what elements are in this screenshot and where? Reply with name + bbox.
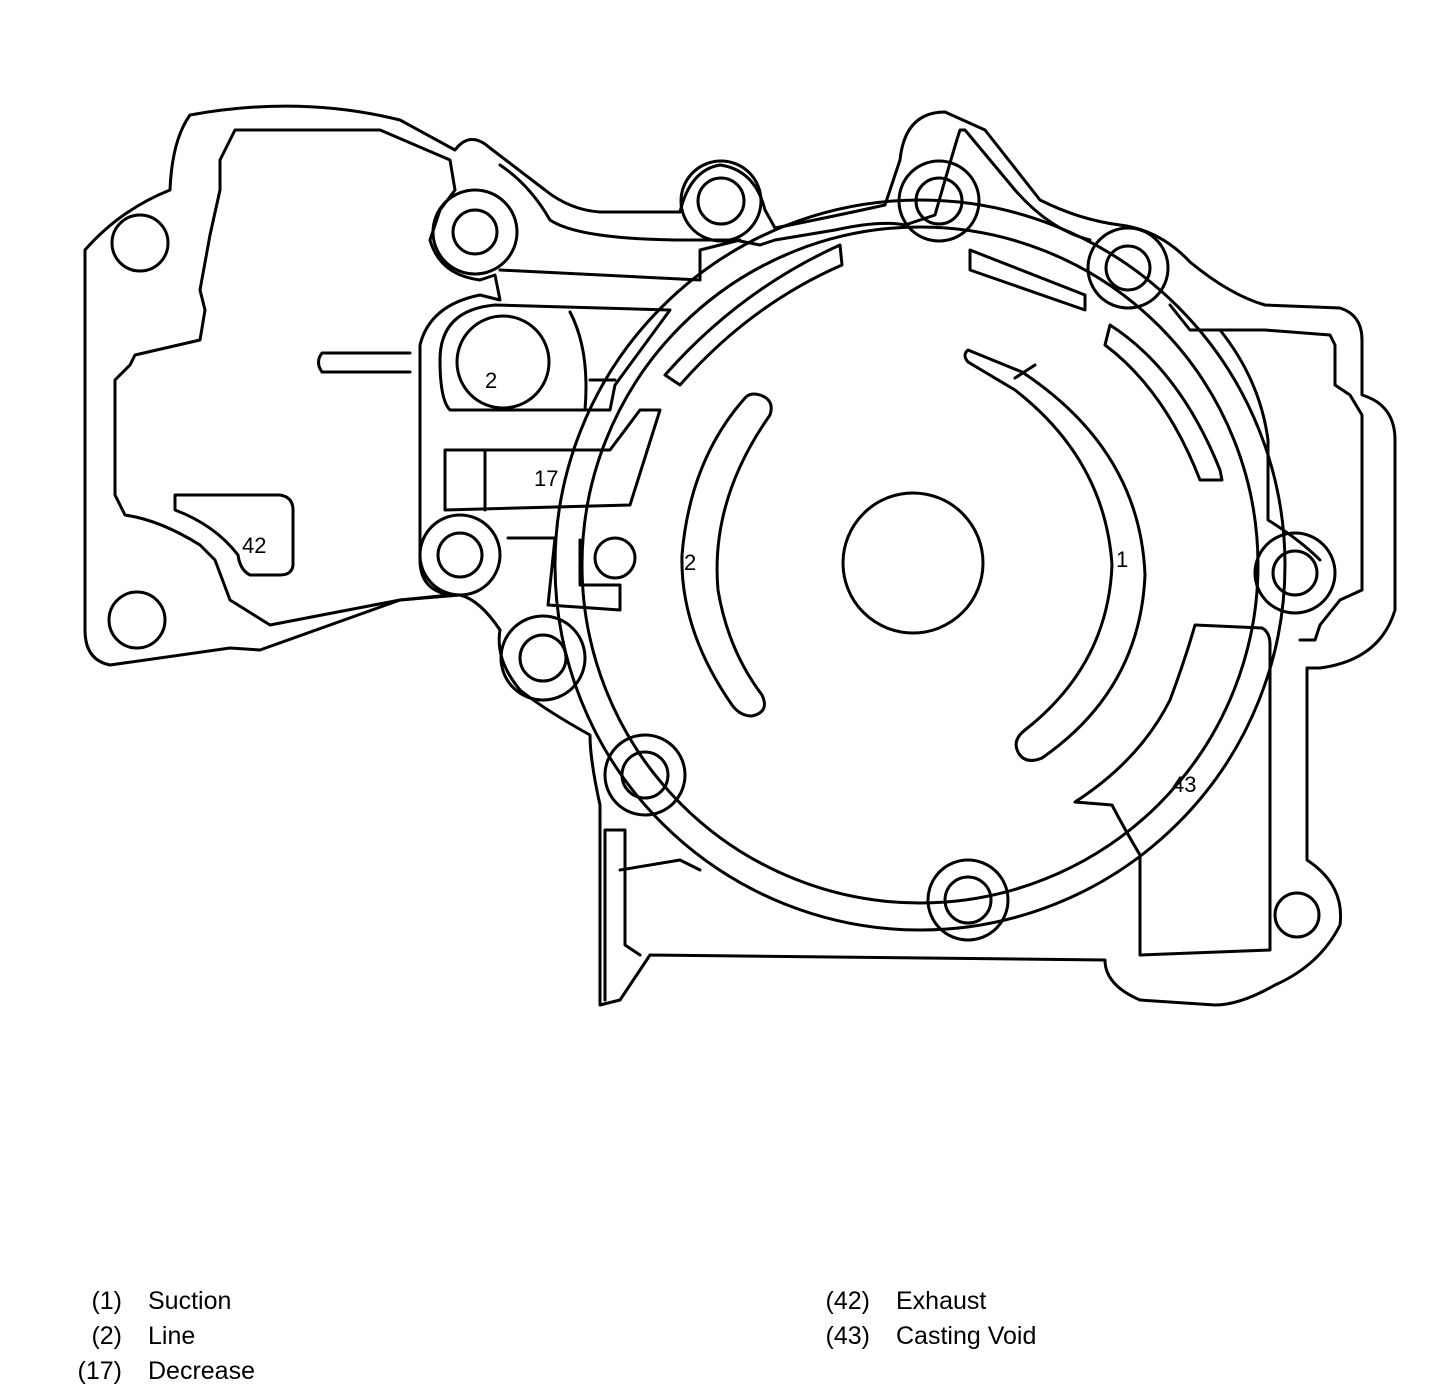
boss-top-right [897, 159, 981, 243]
outer-casting-outline [83, 104, 1397, 1007]
left-inner-channel [113, 128, 502, 627]
upper-mid-channel [498, 238, 742, 282]
callout-line-bore: 2 [485, 368, 497, 393]
bolt-hole-upper-right [1104, 244, 1152, 292]
right-inner-channel-lower [1218, 328, 1322, 562]
rotor-bore-outer [553, 198, 1287, 932]
suction-arc-port [963, 348, 1147, 762]
right-arc-channel [1103, 323, 1224, 482]
legend-item-casting-void: (43) Casting Void [810, 1319, 1037, 1354]
legend-number: (17) [77, 1357, 122, 1385]
boss-lower-center [603, 733, 687, 817]
line-arc-port [680, 392, 773, 718]
bolt-hole-top-center [696, 176, 746, 226]
callout-line-arc: 2 [684, 550, 696, 575]
boss-bottom [926, 858, 1010, 942]
bolt-hole-top-left-boss [451, 208, 499, 256]
boss-top-left [431, 188, 519, 276]
callout-decrease: 17 [534, 466, 558, 491]
legend-right-column: (42) Exhaust (43) Casting Void [810, 1284, 1037, 1354]
lower-rib [603, 828, 642, 1002]
legend-item-line: (2) Line [62, 1319, 255, 1354]
legend-number: (42) [825, 1287, 870, 1315]
callout-suction: 1 [1116, 547, 1128, 572]
upper-right-arc-channel [968, 248, 1087, 312]
bolt-hole-mid-left [436, 531, 484, 579]
callout-exhaust: 42 [242, 533, 266, 558]
legend-item-suction: (1) Suction [62, 1284, 255, 1319]
bolt-hole-bottom-right [1273, 891, 1321, 939]
bolt-hole-right [1271, 549, 1319, 597]
legend-number: (1) [91, 1287, 122, 1315]
legend-label: Casting Void [896, 1322, 1037, 1350]
bolt-hole-lower-center [620, 750, 670, 800]
line-bore-passage [455, 314, 551, 410]
legend-number: (43) [825, 1322, 870, 1350]
callout-casting-void: 43 [1172, 772, 1196, 797]
boss-right [1253, 531, 1337, 615]
lower-left-passage [506, 536, 622, 612]
legend-label: Exhaust [896, 1287, 987, 1315]
bolt-hole-lower-left [107, 590, 167, 650]
center-hub [841, 491, 985, 635]
legend-item-decrease: (17) Decrease [62, 1354, 255, 1389]
line-bore-rib [568, 310, 617, 412]
legend-label: Suction [148, 1287, 232, 1315]
exhaust-pocket [173, 493, 295, 577]
upper-left-arc-channel [663, 243, 844, 387]
legend-number: (2) [91, 1322, 122, 1350]
bolt-hole-lower-mid [518, 633, 568, 683]
pump-cover-diagram: 2 17 42 2 1 43 [83, 104, 1397, 1007]
legend-left-column: (1) Suction (2) Line (17) Decrease [62, 1284, 255, 1389]
legend-item-exhaust: (42) Exhaust [810, 1284, 1036, 1319]
decrease-passage [443, 408, 662, 512]
boss-top-center [679, 159, 763, 243]
legend-label: Decrease [148, 1357, 255, 1385]
upper-inner-channel [498, 128, 1092, 247]
casting-void-pocket [1073, 623, 1272, 957]
boss-upper-right [1086, 226, 1170, 310]
boss-lower-mid [499, 614, 587, 702]
rotor-bore-inner [580, 225, 1260, 905]
legend-label: Line [148, 1322, 196, 1350]
left-tube-stub [317, 351, 412, 374]
bolt-hole-mid-center [593, 536, 637, 580]
right-inner-channel [1168, 303, 1364, 642]
suction-arc-tip [1013, 363, 1037, 380]
lower-rib-inner [618, 858, 702, 872]
bolt-hole-top-right [914, 176, 964, 226]
bolt-hole-upper-left [110, 213, 170, 273]
boss-mid-left [418, 513, 502, 597]
bolt-hole-bottom [943, 875, 993, 925]
line-bore-housing [438, 303, 672, 412]
